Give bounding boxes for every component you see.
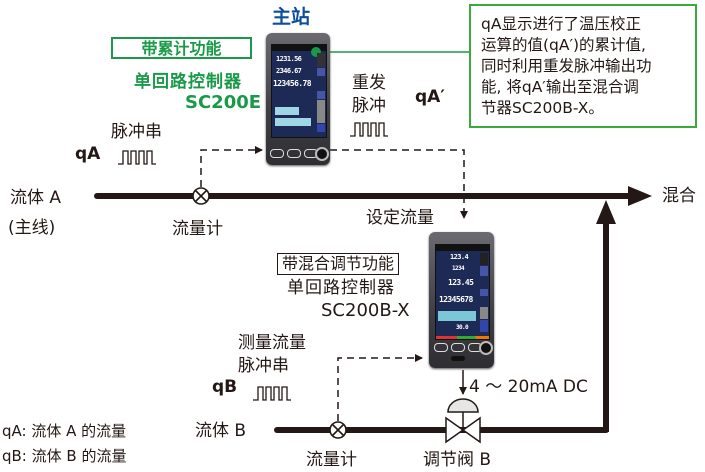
- master-dial-knob[interactable]: [315, 147, 329, 161]
- master-device-name: 单回路控制器: [134, 72, 242, 92]
- note-line: qA显示进行了温压校正: [481, 15, 641, 33]
- slave-down-button[interactable]: [434, 343, 448, 352]
- slave-screen-value-4: 12345678: [439, 295, 473, 304]
- flowmeter-b-label: 流量计: [306, 450, 357, 470]
- legend-qa-text: 流体 A 的流量: [31, 422, 127, 440]
- fluid-a-label: 流体 A: [10, 188, 62, 208]
- retransmit-pulse-label-1: 重发: [352, 73, 386, 93]
- slave-screen: 123.4 1234 123.45 12345678 30.0: [435, 244, 490, 340]
- retransmit-pulse-icon: [350, 122, 388, 137]
- master-screen-value-1: 1231.56: [276, 55, 302, 63]
- signal-flowmeter-b-to-slave: [337, 354, 423, 421]
- slave-select-button[interactable]: [451, 343, 465, 352]
- slave-controller-device: 123.4 1234 123.45 12345678 30.0: [429, 232, 494, 368]
- flowmeter-b-symbol: [329, 421, 347, 439]
- mix-label: 混合: [662, 186, 696, 206]
- master-screen: 1231.56 2346.67 123456.78: [271, 44, 327, 138]
- flowmeter-a-symbol: [192, 187, 210, 205]
- qa-prime-label: qA′: [415, 87, 445, 107]
- pulse-train-b-icon: [253, 386, 291, 401]
- control-valve-b-label: 调节阀 B: [423, 450, 492, 470]
- master-select-button[interactable]: [287, 149, 301, 158]
- note-connector-dot: [311, 47, 321, 57]
- slave-screen-value-1: 123.4: [450, 253, 469, 261]
- fluid-a-mainline-label: (主线): [8, 218, 56, 238]
- signal-flowmeter-a-to-master: [200, 146, 263, 187]
- master-down-button[interactable]: [270, 149, 284, 158]
- fluid-b-label: 流体 B: [195, 421, 247, 441]
- slave-screen-value-5: 30.0: [456, 324, 469, 331]
- note-line: 能, 将qA′输出至混合调: [481, 78, 639, 96]
- pulse-train-a-label: 脉冲串: [111, 122, 162, 142]
- slave-model: SC200B-X: [321, 300, 410, 321]
- legend-qa-symbol: qA:: [2, 422, 27, 440]
- slave-dial-knob[interactable]: [479, 341, 493, 355]
- note-line: 同时利用重发脉冲输出功: [481, 57, 652, 75]
- setpoint-flow-label: 设定流量: [366, 208, 434, 228]
- master-screen-value-3: 123456.78: [273, 79, 312, 88]
- slave-device-name: 单回路控制器: [287, 278, 395, 298]
- measured-pulse-train-label: 脉冲串: [238, 356, 289, 376]
- legend-qb: qB: 流体 B 的流量: [2, 445, 126, 466]
- master-controller-device: 1231.56 2346.67 123456.78: [266, 33, 330, 165]
- legend-qb-text: 流体 B 的流量: [31, 447, 127, 465]
- master-function-label: 带累计功能: [111, 37, 252, 59]
- signal-master-to-slave: [330, 149, 468, 219]
- slave-function-label: 带混合调节功能: [277, 253, 400, 275]
- legend-qb-symbol: qB:: [2, 447, 27, 465]
- note-line: 节器SC200B-X。: [481, 99, 604, 117]
- master-station-title: 主站: [272, 6, 311, 28]
- qb-label: qB: [212, 377, 238, 397]
- master-screen-value-2: 2346.67: [276, 67, 302, 75]
- slave-screen-value-3: 123.45: [448, 278, 474, 287]
- signal-label: 4 ～ 20mA DC: [469, 377, 588, 397]
- measured-flow-label: 测量流量: [238, 333, 306, 353]
- pulse-train-a-icon: [118, 150, 156, 165]
- slave-screen-value-2: 1234: [452, 265, 465, 272]
- legend-qa: qA: 流体 A 的流量: [2, 420, 126, 441]
- pipe-a-arrow-head: [628, 186, 652, 206]
- control-valve-b-symbol: [445, 398, 481, 444]
- qa-label: qA: [75, 144, 101, 164]
- master-model: SC200E: [185, 92, 262, 113]
- flowmeter-a-label: 流量计: [172, 219, 223, 239]
- retransmit-pulse-label-2: 脉冲: [352, 96, 386, 116]
- pipe-b-arrow-head: [596, 200, 616, 224]
- note-box: qA显示进行了温压校正 运算的值(qA′)的累计值, 同时利用重发脉冲输出功 能…: [469, 4, 697, 128]
- note-line: 运算的值(qA′)的累计值,: [481, 36, 646, 54]
